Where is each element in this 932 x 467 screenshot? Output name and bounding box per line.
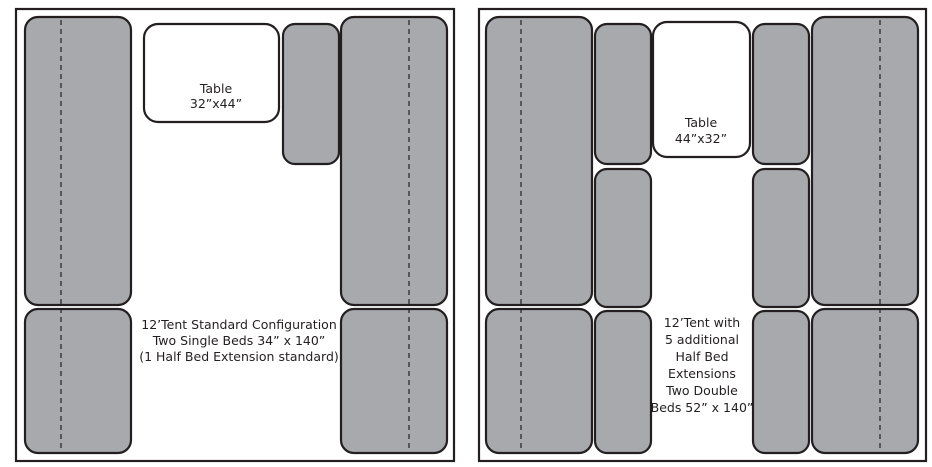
- right-half-bed-right-1: [751, 22, 811, 166]
- left-table-label: Table: [199, 81, 233, 96]
- right-half-bed-left-2: [593, 167, 653, 309]
- left-bed-left-extension: [23, 307, 133, 455]
- right-caption-line-4: Extensions: [668, 366, 736, 381]
- left-single-bed-left: [23, 15, 133, 455]
- right-panel-frame: [477, 7, 928, 463]
- left-table-size: 32”x44”: [190, 96, 242, 111]
- left-caption: 12’Tent Standard Configuration Two Singl…: [139, 317, 339, 364]
- left-table-shape: [142, 22, 281, 124]
- left-bed-left-main: [23, 15, 133, 307]
- right-table: Table 44”x32”: [651, 20, 752, 159]
- left-panel: Table 32”x44” 12’Tent Standard Configura…: [14, 7, 456, 463]
- right-bed-right-main: [810, 15, 920, 307]
- right-caption-line-2: 5 additional: [665, 332, 739, 347]
- left-caption-line-2: Two Single Beds 34” x 140”: [152, 333, 326, 348]
- right-table-size: 44”x32”: [675, 131, 727, 146]
- left-panel-frame: [14, 7, 456, 463]
- right-table-label: Table: [684, 115, 718, 130]
- right-caption-line-3: Half Bed: [675, 349, 728, 364]
- right-caption: 12’Tent with 5 additional Half Bed Exten…: [651, 315, 754, 415]
- right-half-bed-left-3: [593, 309, 653, 455]
- left-caption-line-3: (1 Half Bed Extension standard): [139, 349, 339, 364]
- left-caption-line-1: 12’Tent Standard Configuration: [141, 317, 337, 332]
- right-caption-line-6: Beds 52” x 140”: [651, 400, 754, 415]
- left-table: Table 32”x44”: [142, 22, 281, 124]
- right-caption-line-5: Two Double: [665, 383, 738, 398]
- left-half-bed-extension: [281, 22, 341, 166]
- right-half-bed-left-1: [593, 22, 653, 166]
- right-double-bed-left: [484, 15, 653, 455]
- left-bed-right-main: [339, 15, 449, 307]
- right-caption-line-1: 12’Tent with: [664, 315, 740, 330]
- right-bed-left-extension: [484, 307, 594, 455]
- right-panel: Table 44”x32” 12’Tent with 5 additional …: [477, 7, 928, 463]
- right-bed-right-extension: [810, 307, 920, 455]
- right-bed-left-main: [484, 15, 594, 307]
- left-bed-right-extension: [339, 307, 449, 455]
- right-half-bed-right-3: [751, 309, 811, 455]
- right-table-shape: [651, 20, 752, 159]
- right-double-bed-right: [751, 15, 920, 455]
- left-single-bed-right: [339, 15, 449, 455]
- right-half-bed-right-2: [751, 167, 811, 309]
